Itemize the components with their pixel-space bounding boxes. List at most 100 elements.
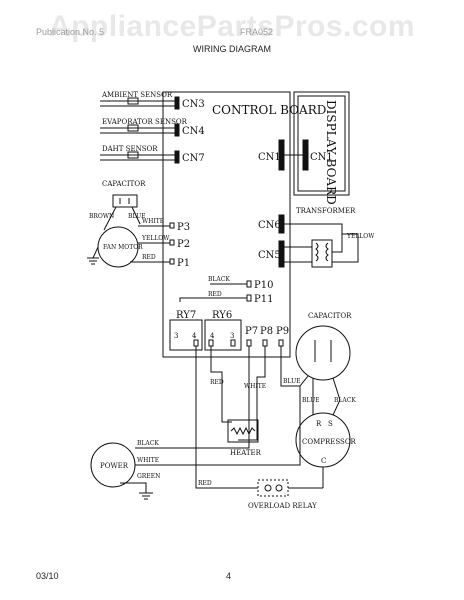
display-board-label: DISPLAY BOARD [324, 100, 338, 205]
p8-terminal [262, 339, 268, 347]
brown-wire [103, 206, 117, 231]
compressor-capacitor-circle [295, 325, 351, 381]
compressor-r-label: R [316, 420, 322, 428]
cn1-label: CN1 [258, 152, 281, 163]
yellow-transformer-wire-label: YELLOW [346, 233, 375, 240]
page-title: WIRING DIAGRAM [193, 44, 271, 54]
cn5-plug [278, 240, 285, 268]
p2-terminal [169, 239, 175, 246]
white-wire-label: WHITE [142, 218, 164, 225]
black-power-wire-label: BLACK [137, 440, 159, 447]
ry7-terminal-4 [193, 339, 199, 347]
cn3-label: CN3 [182, 99, 205, 110]
compressor-c-label: C [321, 457, 326, 465]
p10-label: P10 [254, 280, 273, 291]
cn4-label: CN4 [182, 126, 205, 137]
green-power-wire-label: GREEN [137, 473, 160, 480]
cn6-wire [284, 223, 343, 253]
heater-box [227, 419, 259, 443]
ambient-sensor-label: AMBIENT SENSOR [101, 91, 173, 99]
p7-terminal [246, 339, 252, 347]
heater-label: HEATER [230, 449, 262, 457]
footer-date: 03/10 [36, 571, 59, 581]
cn7-plug [174, 150, 180, 164]
blue-wire-label: BLUE [128, 213, 146, 220]
cn4-plug [174, 123, 180, 137]
red-p11-wire [179, 297, 247, 302]
yellow-wire-label: YELLOW [141, 235, 170, 242]
p11-terminal [246, 294, 252, 302]
p11-label: P11 [254, 294, 273, 305]
red-overload-wire-label: RED [198, 480, 212, 487]
page-number: 4 [226, 571, 232, 581]
blue-compressor-wire-label: BLUE [302, 397, 320, 404]
ry6-label: RY6 [212, 310, 232, 321]
ry7-terminal-3-label: 3 [174, 332, 178, 340]
blue-p9-wire-label: BLUE [283, 378, 301, 385]
cn6-label: CN6 [258, 220, 281, 231]
p8-label: P8 [260, 326, 273, 337]
p9-label: P9 [276, 326, 289, 337]
compressor-s-label: S [328, 420, 333, 428]
overload-relay-box [257, 479, 289, 497]
p3-label: P3 [177, 222, 190, 233]
p2-label: P2 [177, 239, 190, 250]
black-p10-wire-label: BLACK [208, 276, 230, 283]
red-heater-wire-label: RED [210, 379, 224, 386]
fan-capacitor-label: CAPACITOR [102, 180, 146, 188]
ry6-box [204, 319, 242, 351]
red-heater-wire [210, 346, 232, 423]
transformer-core [311, 239, 333, 268]
transformer-label: TRANSFORMER [296, 207, 356, 215]
ry6-terminal-3 [230, 339, 236, 347]
transformer-coil-2 [325, 242, 329, 262]
header-model-text: FRA052 [240, 27, 274, 37]
p7-label: P7 [245, 326, 258, 337]
yellow-transformer-wire [332, 233, 359, 263]
white-heater-wire-label: WHITE [244, 383, 266, 390]
red-p11-wire-label: RED [208, 291, 222, 298]
evaporator-sensor-label: EVAPORATOR SENSOR [102, 118, 188, 126]
ry6-terminal-3-label: 3 [230, 332, 234, 340]
ry7-terminal-4-label: 4 [192, 332, 197, 340]
compressor-label: COMPRESSOR [302, 438, 357, 446]
overload-relay-label: OVERLOAD RELAY [248, 502, 317, 510]
transformer-coil-1 [315, 242, 319, 262]
ry7-label: RY7 [176, 310, 196, 321]
ry6-terminal-4-label: 4 [210, 332, 215, 340]
ry6-terminal-4 [208, 339, 214, 347]
black-compressor-wire-label: BLACK [334, 397, 356, 404]
red-fan-wire-label: RED [142, 254, 156, 261]
evaporator-sensor-element [127, 124, 139, 132]
daht-sensor-element [127, 151, 139, 159]
red-overload-wire [195, 346, 258, 489]
heater-coil [230, 426, 256, 436]
display-board-inner [297, 95, 346, 192]
black-power-wire [135, 346, 250, 449]
cn1-display-label: CN1 [310, 152, 333, 163]
blue-p9-wire [280, 346, 309, 387]
header-doc-text: Publication No. 5 [36, 27, 105, 37]
p10-terminal [246, 280, 252, 288]
cn5-label: CN5 [258, 250, 281, 261]
p1-terminal [169, 258, 175, 265]
white-power-wire [135, 386, 301, 466]
fan-capacitor-box [112, 194, 138, 208]
compressor-capacitor-label: CAPACITOR [308, 312, 352, 320]
ry7-box [169, 319, 203, 351]
power-label: POWER [100, 462, 129, 470]
p3-terminal [169, 222, 175, 229]
blue-wire [131, 206, 141, 225]
control-board-label: CONTROL BOARD [212, 103, 326, 117]
brown-wire-label: BROWN [89, 213, 114, 220]
white-heater-wire [238, 346, 266, 441]
cn1-display-plug [302, 139, 309, 171]
black-compressor-wire [332, 377, 341, 416]
p9-terminal [278, 339, 284, 347]
p1-label: P1 [177, 258, 190, 269]
cn3-plug [174, 96, 180, 110]
fan-motor-label: FAN MOTOR [103, 244, 143, 251]
white-power-wire-label: WHITE [137, 457, 159, 464]
ambient-sensor-element [127, 97, 139, 105]
